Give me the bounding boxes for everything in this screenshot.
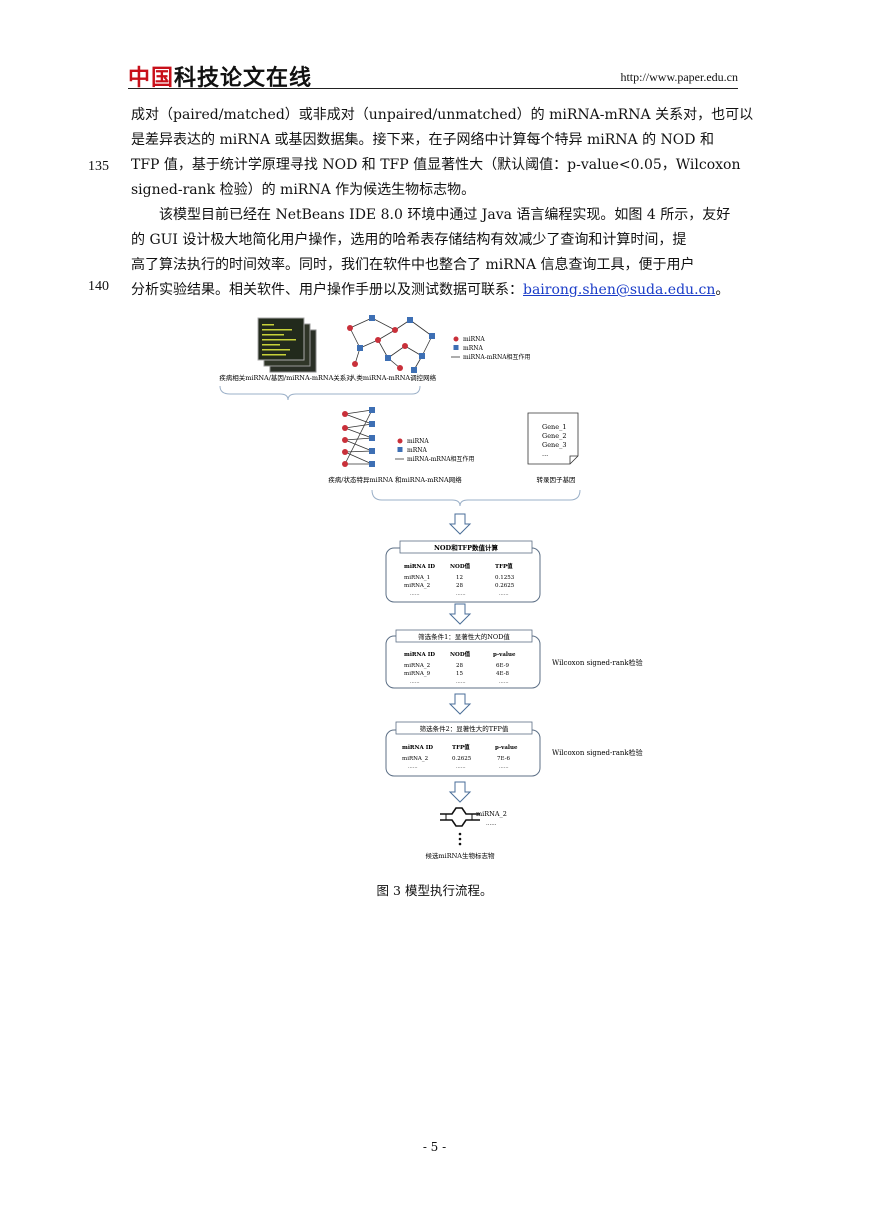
cell: ...... xyxy=(410,679,420,685)
legend-mirna: miRNA xyxy=(407,438,429,445)
down-arrow-3 xyxy=(448,693,472,715)
col-header: TFP值 xyxy=(452,743,470,751)
subnetwork-nodes xyxy=(342,407,375,467)
box-title: 筛选条件1：显著性大的NOD值 xyxy=(418,632,510,641)
wilcoxon-label: Wilcoxon signed-rank检验 xyxy=(552,658,643,667)
result-mirna-label: miRNA_2 xyxy=(476,810,507,818)
brace-middle xyxy=(371,489,581,507)
cell: 0.2625 xyxy=(495,583,515,589)
col-header: p-value xyxy=(495,745,518,751)
legend-middle: miRNA mRNA miRNA-mRNA相互作用 xyxy=(395,438,475,463)
text-line-last: 分析实验结果。相关软件、用户操作手册以及测试数据可联系：bairong.shen… xyxy=(131,278,737,303)
cell: 4E-8 xyxy=(496,671,509,677)
text-line: 高了算法执行的时间效率。同时，我们在软件中也整合了 miRNA 信息查询工具，便… xyxy=(131,257,695,273)
nod-tfp-box: NOD和TFP数值计算 miRNA ID NOD值 TFP值 miRNA_1 1… xyxy=(385,540,541,603)
legend-mrna: mRNA xyxy=(463,345,483,352)
col-header: TFP值 xyxy=(495,562,513,570)
down-arrow-1 xyxy=(448,513,472,535)
cell: ...... xyxy=(456,764,466,770)
subnetwork-graph xyxy=(344,409,373,465)
cell: 6E-9 xyxy=(496,663,509,669)
cell: ...... xyxy=(410,591,420,597)
body-paragraph-2: 该模型目前已经在 NetBeans IDE 8.0 环境中通过 Java 语言编… xyxy=(131,203,737,303)
candidate-biomarker-label: 候选miRNA生物标志物 xyxy=(425,851,495,860)
col-header: miRNA ID xyxy=(404,652,435,658)
cell: miRNA_2 xyxy=(404,583,430,589)
mirna-hairpin-icon xyxy=(440,807,480,827)
header-divider xyxy=(128,88,738,89)
data-sheets-image xyxy=(257,317,317,373)
cell: ...... xyxy=(499,679,509,685)
body-paragraph-1: 成对（paired/matched）或非成对（unpaired/unmatche… xyxy=(131,103,754,203)
wilcoxon-label: Wilcoxon signed-rank检验 xyxy=(552,748,643,757)
gene-item: ... xyxy=(542,450,548,458)
cell: miRNA_1 xyxy=(404,575,430,581)
contact-email-link[interactable]: bairong.shen@suda.edu.cn xyxy=(523,282,716,298)
col-header: NOD值 xyxy=(450,562,471,570)
gene-list-document xyxy=(527,412,579,465)
text-line: 的 GUI 设计极大地简化用户操作，选用的哈希表存储结构有效减少了查询和计算时间… xyxy=(131,232,687,248)
gene-item: Gene_1 xyxy=(542,423,566,431)
vertical-dots xyxy=(458,832,462,846)
human-network-label: 人类miRNA-mRNA调控网络 xyxy=(350,373,437,382)
workflow-figure: 疾病相关miRNA/基因/miRNA-mRNA关系对 人类miRNA-mRNA调… xyxy=(219,315,643,860)
cell: ...... xyxy=(499,764,509,770)
cell: miRNA_2 xyxy=(402,756,428,762)
down-arrow-2 xyxy=(448,603,472,625)
col-header: p-value xyxy=(493,652,516,658)
doc-fold xyxy=(569,455,578,464)
text-line: TFP 值，基于统计学原理寻找 NOD 和 TFP 值显著性大（默认阈值：p-v… xyxy=(131,157,741,173)
cell: 7E-6 xyxy=(497,756,510,762)
cell: 0.2625 xyxy=(452,756,472,762)
box-title: 筛选条件2：显著性大的TFP值 xyxy=(420,724,509,733)
gene-item: Gene_2 xyxy=(542,432,566,440)
journal-logo: 中国科技论文在线 xyxy=(128,60,312,92)
gene-item: Gene_3 xyxy=(542,441,566,449)
filter-tfp-box: 筛选条件2：显著性大的TFP值 miRNA ID TFP值 p-value mi… xyxy=(385,721,541,777)
filter-nod-box: 筛选条件1：显著性大的NOD值 miRNA ID NOD值 p-value mi… xyxy=(385,629,541,689)
text-line: signed-rank 检验）的 miRNA 作为候选生物标志物。 xyxy=(131,182,476,198)
page-number: - 5 - xyxy=(422,1140,447,1154)
network-nodes xyxy=(347,315,435,373)
cell: 12 xyxy=(456,575,463,581)
subnetwork-label: 疾病/状态特异miRNA 和miRNA-mRNA网络 xyxy=(328,475,462,484)
line-number: 140 xyxy=(88,279,109,294)
cell: ...... xyxy=(456,679,466,685)
text-line: 成对（paired/matched）或非成对（unpaired/unmatche… xyxy=(131,107,754,123)
logo-red-text: 中国 xyxy=(128,66,175,91)
legend-mirna: miRNA xyxy=(463,336,485,343)
legend-edge: miRNA-mRNA相互作用 xyxy=(463,353,531,361)
legend-top: miRNA mRNA miRNA-mRNA相互作用 xyxy=(451,336,531,361)
text-fragment: 分析实验结果。相关软件、用户操作手册以及测试数据可联系： xyxy=(131,282,523,298)
figure-caption: 图 3 模型执行流程。 xyxy=(376,883,493,898)
text-line: 是差异表达的 miRNA 或基因数据集。接下来，在子网络中计算每个特异 miRN… xyxy=(131,132,714,148)
cell: miRNA_2 xyxy=(404,663,430,669)
text-fragment: 。 xyxy=(715,282,730,298)
brace-top xyxy=(219,385,421,401)
cell: 28 xyxy=(456,583,463,589)
text-line: 该模型目前已经在 NetBeans IDE 8.0 环境中通过 Java 语言编… xyxy=(159,207,731,223)
legend-edge: miRNA-mRNA相互作用 xyxy=(407,455,475,463)
disease-data-label: 疾病相关miRNA/基因/miRNA-mRNA关系对 xyxy=(219,373,353,382)
cell: ...... xyxy=(499,591,509,597)
cell: ...... xyxy=(408,764,418,770)
col-header: miRNA ID xyxy=(404,564,435,570)
legend-mrna: mRNA xyxy=(407,447,427,454)
header-url[interactable]: http://www.paper.edu.cn xyxy=(620,70,738,84)
cell: miRNA_9 xyxy=(404,671,431,677)
down-arrow-4 xyxy=(448,781,472,803)
line-number: 135 xyxy=(88,159,109,174)
cell: ...... xyxy=(456,591,466,597)
logo-black-text: 科技论文在线 xyxy=(174,66,313,91)
cell: 15 xyxy=(456,671,463,677)
col-header: miRNA ID xyxy=(402,745,433,751)
cell: 28 xyxy=(456,663,463,669)
result-dots: ...... xyxy=(486,821,497,827)
box-title: NOD和TFP数值计算 xyxy=(434,543,499,552)
human-network-graph xyxy=(349,317,433,371)
col-header: NOD值 xyxy=(450,650,471,658)
tf-genes-label: 转录因子基因 xyxy=(537,475,576,484)
cell: 0.1253 xyxy=(495,575,515,581)
